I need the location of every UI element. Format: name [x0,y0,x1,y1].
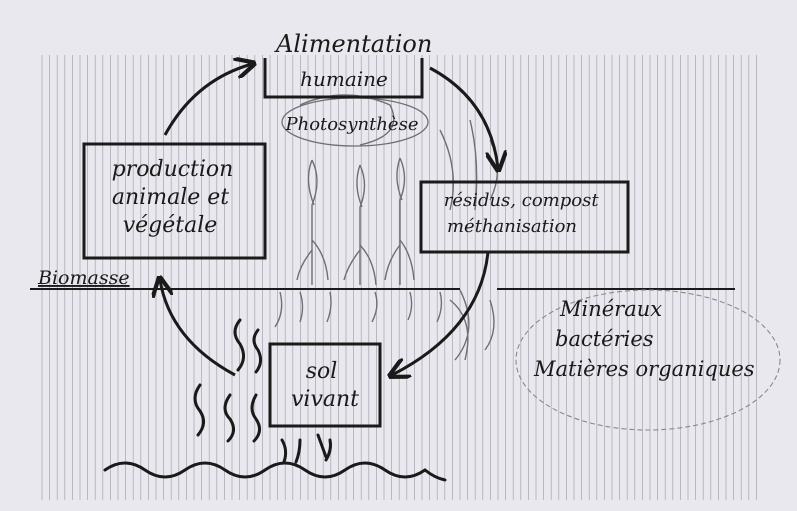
squiggle-1 [233,318,245,372]
label-residus: résidus, compost méthanisation [444,190,605,237]
label-production: production animale et végétale [112,157,241,238]
squiggle-bottom [280,433,332,464]
label-sol: sol vivant [291,359,359,412]
plant-ear-2 [356,164,366,208]
plant-stem-1 [296,205,329,285]
label-alimentation: Alimentation humaine [274,30,440,91]
box-alimentation [263,58,424,99]
plant-ear-1 [307,159,318,206]
box-sol [268,342,382,428]
squiggle-4 [223,393,235,443]
arrow-residus-to-sol [392,251,490,375]
arrow-alimentation-to-residus [429,66,498,168]
cycle-arrows [160,64,498,375]
plant-stem-2 [343,207,377,286]
squiggle-3 [193,383,205,437]
arrow-production-to-alimentation [163,64,252,136]
box-residus [419,180,630,254]
boxes [82,58,630,428]
plant-ear-3 [396,157,406,201]
box-production [82,142,267,260]
ink-squiggles [103,318,447,482]
label-biomasse: Biomasse [37,267,130,289]
squiggle-2 [252,328,263,374]
roots-sketch [274,291,443,328]
squiggle-5 [250,393,261,443]
label-photosynthese: Photosynthèse [285,114,419,135]
arrow-sol-to-biomasse [160,280,236,377]
label-soil-components: Minéraux bactéries Matières organiques [533,297,755,381]
plant-stem-3 [384,200,415,285]
soil-components-ellipse [515,289,781,431]
roots-right-sketch [449,289,495,361]
